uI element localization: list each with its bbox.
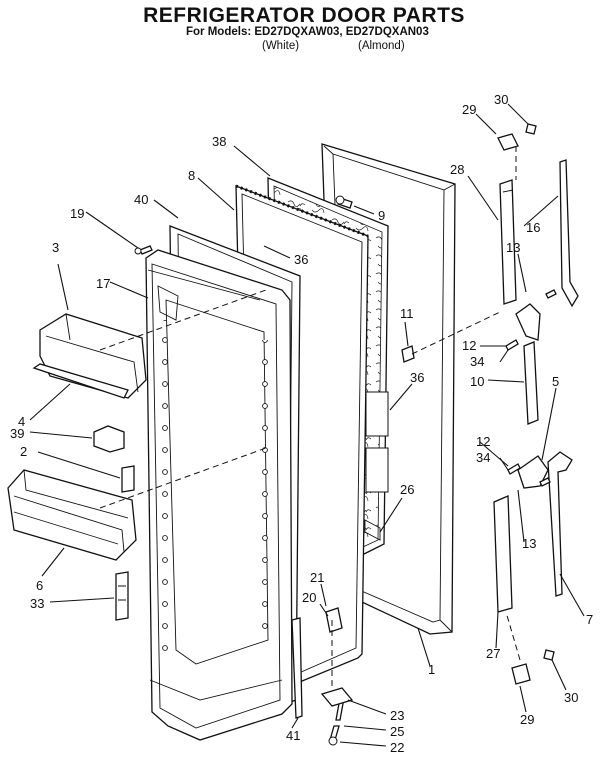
callout-12-upper: 12: [462, 338, 476, 353]
callout-7: 7: [586, 612, 593, 627]
callout-34-upper: 34: [470, 354, 484, 369]
callout-3: 3: [52, 240, 59, 255]
callout-36-upper: 36: [294, 252, 308, 267]
callout-1: 1: [428, 662, 435, 677]
color-almond-label: (Almond): [358, 40, 405, 52]
callout-30-top: 30: [494, 92, 508, 107]
trim-strip: [291, 617, 303, 719]
callout-8: 8: [188, 168, 195, 183]
leader-lines: [29, 103, 585, 747]
handle-parts: [493, 123, 579, 685]
callout-27: 27: [486, 646, 500, 661]
callout-40: 40: [134, 192, 148, 207]
callout-22: 22: [390, 740, 404, 755]
callout-16: 16: [526, 220, 540, 235]
models-line: For Models: ED27DQXAW03, ED27DQXAN03: [186, 26, 429, 38]
callout-12-lower: 12: [476, 434, 490, 449]
door-bin: [7, 469, 137, 561]
callout-33: 33: [30, 596, 44, 611]
bottom-hinge-bracket: [320, 345, 415, 707]
dairy-hinge: [93, 425, 135, 621]
callout-9: 9: [378, 208, 385, 223]
page-title: REFRIGERATOR DOOR PARTS: [143, 4, 465, 27]
projection-lines: [99, 146, 521, 690]
callout-numbers: 3 4 39 2 6 33 19 17 40 8 38 36 9 11 36 2…: [10, 92, 593, 755]
callout-34-lower: 34: [476, 450, 490, 465]
callout-38: 38: [212, 134, 226, 149]
callout-10: 10: [470, 374, 484, 389]
callout-13-lower: 13: [522, 536, 536, 551]
callout-13-upper: 13: [506, 240, 520, 255]
callout-19: 19: [70, 206, 84, 221]
callout-4: 4: [18, 414, 25, 429]
callout-30-bottom: 30: [564, 690, 578, 705]
callout-6: 6: [36, 578, 43, 593]
callout-39: 39: [10, 426, 24, 441]
door-liner: [145, 249, 293, 741]
callout-36-lower: 36: [410, 370, 424, 385]
callout-2: 2: [20, 444, 27, 459]
callout-20: 20: [302, 590, 316, 605]
callout-17: 17: [96, 276, 110, 291]
callout-5: 5: [552, 374, 559, 389]
callout-28: 28: [450, 162, 464, 177]
callout-29-top: 29: [462, 102, 476, 117]
callout-26: 26: [400, 482, 414, 497]
color-white-label: (White): [262, 40, 300, 52]
callout-21: 21: [310, 570, 324, 585]
callout-11: 11: [400, 306, 414, 321]
dairy-door: [32, 313, 147, 399]
callout-25: 25: [390, 724, 404, 739]
callout-29-bottom: 29: [520, 712, 534, 727]
callout-41: 41: [286, 728, 300, 743]
callout-23: 23: [390, 708, 404, 723]
